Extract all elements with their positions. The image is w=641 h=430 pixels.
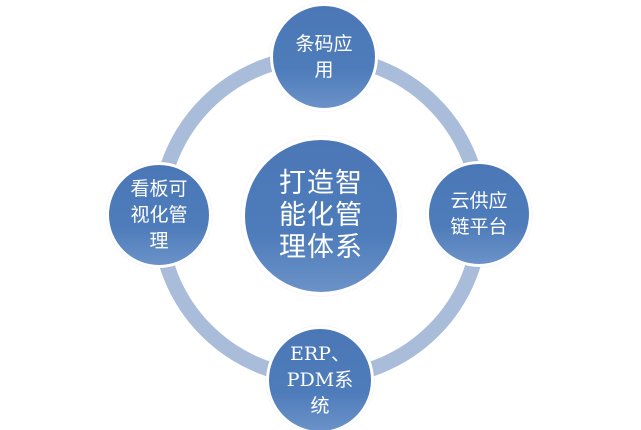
node-erp-pdm-system: ERP、 PDM系 统: [266, 326, 374, 430]
center-node-label: 打造智 能化管 理体系: [279, 168, 363, 263]
center-node: 打造智 能化管 理体系: [241, 136, 401, 296]
node-barcode-application-label: 条码应 用: [295, 33, 353, 81]
node-cloud-supply-chain-platform: 云供应 链平台: [426, 161, 532, 267]
node-cloud-supply-chain-platform-label: 云供应 链平台: [450, 190, 508, 238]
node-kanban-visual-management-label: 看板可 视化管 理: [130, 178, 188, 252]
node-erp-pdm-system-label: ERP、 PDM系 统: [286, 343, 354, 417]
node-kanban-visual-management: 看板可 视化管 理: [106, 162, 212, 268]
node-barcode-application: 条码应 用: [270, 3, 378, 111]
